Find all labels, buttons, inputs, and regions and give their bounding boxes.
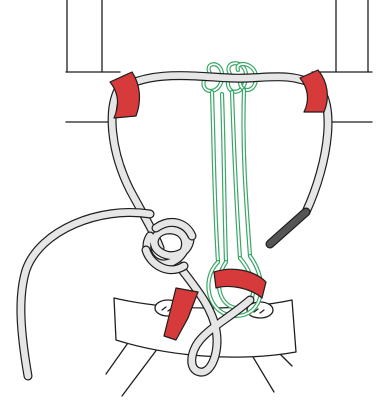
ray-left-2 <box>122 348 158 396</box>
red-tape-right <box>300 70 327 112</box>
ray-right-2 <box>280 354 292 366</box>
ray-right <box>250 352 274 392</box>
figure-eight-knot <box>146 222 192 269</box>
lower-anchor <box>106 298 296 396</box>
ray-left <box>106 340 130 374</box>
